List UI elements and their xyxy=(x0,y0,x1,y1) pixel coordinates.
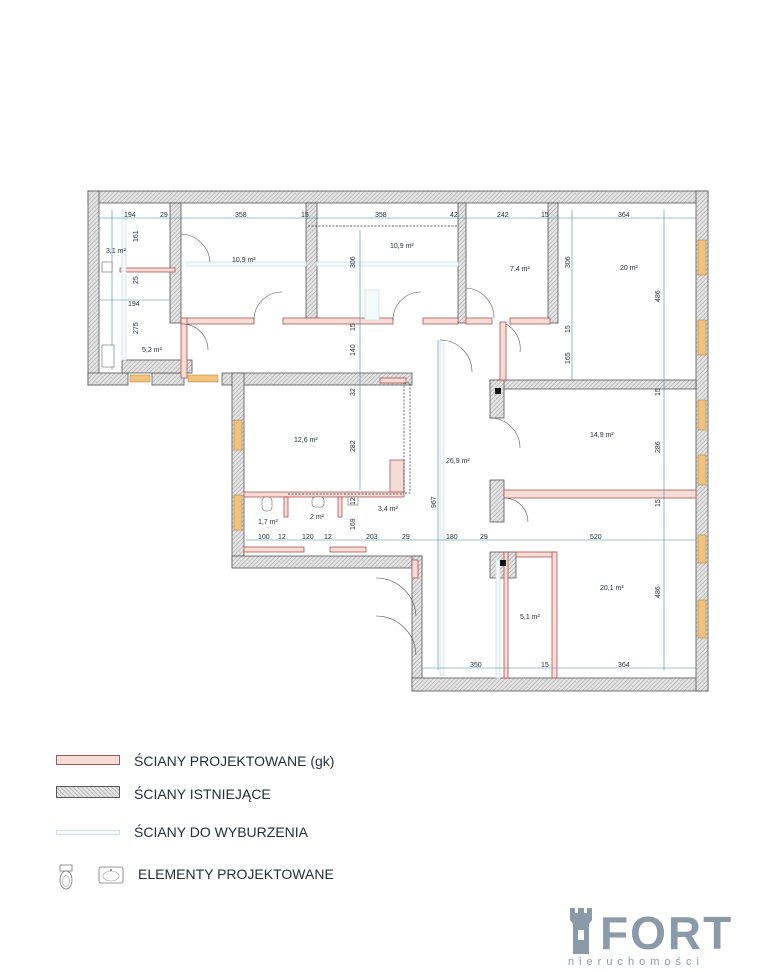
dim-label: 486 xyxy=(655,586,662,598)
designed-elements xyxy=(101,261,359,512)
dim-label: 165 xyxy=(565,352,572,364)
room-area-label: 2 m² xyxy=(310,514,325,521)
legend-label: ELEMENTY PROJEKTOWANE xyxy=(138,866,334,882)
room-area-label: 14,9 m² xyxy=(590,432,614,439)
room-area-label: 5,1 m² xyxy=(520,614,541,621)
dim-label: 282 xyxy=(350,440,357,452)
shaft-markers xyxy=(495,388,506,566)
room-area-label: 12,6 m² xyxy=(294,437,318,444)
castle-tower-icon xyxy=(570,908,592,954)
dim-label: 286 xyxy=(655,441,662,453)
dim-label: 15 xyxy=(301,212,309,219)
dim-label: 364 xyxy=(618,212,630,219)
dim-label: 358 xyxy=(375,212,387,219)
toilet-icon xyxy=(59,864,73,890)
floor-plan: 3,1 m² 10,9 m² 10,9 m² 7,4 m² 20 m² 5,2 … xyxy=(87,190,709,692)
dim-label: 275 xyxy=(133,322,140,334)
dim-label: 161 xyxy=(133,230,140,242)
dim-label: 180 xyxy=(446,534,458,541)
dim-label: 364 xyxy=(618,662,630,669)
existing-walls xyxy=(87,190,709,692)
room-area-label: 10,9 m² xyxy=(390,243,414,250)
dim-label: 194 xyxy=(124,212,136,219)
dim-label: 306 xyxy=(350,256,357,268)
demolish-wall-swatch xyxy=(56,829,120,835)
room-area-label: 7,4 m² xyxy=(510,266,531,273)
dim-label: 32 xyxy=(350,388,357,396)
door-swings xyxy=(180,233,529,656)
dim-label: 42 xyxy=(450,212,458,219)
dim-label: 15 xyxy=(541,662,549,669)
designed-walls xyxy=(119,267,697,679)
dim-label: 12 xyxy=(324,534,332,541)
dim-label: 15 xyxy=(350,323,357,331)
fort-logo: FORT nieruchomości xyxy=(566,900,766,970)
legend-label: ŚCIANY DO WYBURZENIA xyxy=(134,824,308,840)
dim-label: 358 xyxy=(235,212,247,219)
dimension-lines xyxy=(99,210,696,670)
dim-label: 15 xyxy=(655,499,662,507)
room-area-label: 10,9 m² xyxy=(232,257,256,264)
room-area-label: 3,4 m² xyxy=(378,506,399,513)
dim-label: 120 xyxy=(302,534,314,541)
dim-label: 29 xyxy=(402,534,410,541)
dim-label: 100 xyxy=(258,534,270,541)
windows xyxy=(129,239,707,639)
room-labels: 3,1 m² 10,9 m² 10,9 m² 7,4 m² 20 m² 5,2 … xyxy=(106,243,639,621)
dim-label: 140 xyxy=(350,344,357,356)
sink-icon xyxy=(98,866,124,884)
designed-wall-swatch xyxy=(56,755,120,765)
room-area-label: 1,7 m² xyxy=(258,519,279,526)
dimension-labels: 194 29 358 15 358 42 242 15 364 161 25 1… xyxy=(124,212,662,669)
dim-label: 520 xyxy=(590,534,602,541)
walls-to-demolish xyxy=(121,209,501,679)
legend-label: ŚCIANY PROJEKTOWANE (gk) xyxy=(134,753,335,769)
dim-label: 15 xyxy=(565,325,572,333)
dim-label: 967 xyxy=(431,496,438,508)
dim-label: 306 xyxy=(565,256,572,268)
dim-label: 169 xyxy=(350,518,357,530)
dim-label: 25 xyxy=(133,276,140,284)
logo-tagline: nieruchomości xyxy=(568,956,704,968)
dim-label: 203 xyxy=(366,534,378,541)
logo-brand: FORT xyxy=(600,907,734,959)
room-area-label: 20,1 m² xyxy=(600,585,624,592)
dim-label: 242 xyxy=(497,212,509,219)
existing-wall-swatch xyxy=(56,786,120,798)
dim-label: 12 xyxy=(278,534,286,541)
dim-label: 486 xyxy=(655,290,662,302)
dim-label: 29 xyxy=(480,534,488,541)
room-area-label: 3,1 m² xyxy=(106,248,127,255)
dim-label: 12 xyxy=(350,497,357,505)
room-area-label: 26,9 m² xyxy=(446,458,470,465)
legend-label: ŚCIANY ISTNIEJĄCE xyxy=(134,786,271,802)
room-area-label: 20 m² xyxy=(620,265,639,272)
room-area-label: 5,2 m² xyxy=(142,347,163,354)
dim-label: 15 xyxy=(655,388,662,396)
dim-label: 29 xyxy=(160,212,168,219)
dim-label: 15 xyxy=(541,212,549,219)
dashed-lines xyxy=(288,225,458,495)
dim-label: 350 xyxy=(470,662,482,669)
dim-label: 194 xyxy=(128,301,140,308)
